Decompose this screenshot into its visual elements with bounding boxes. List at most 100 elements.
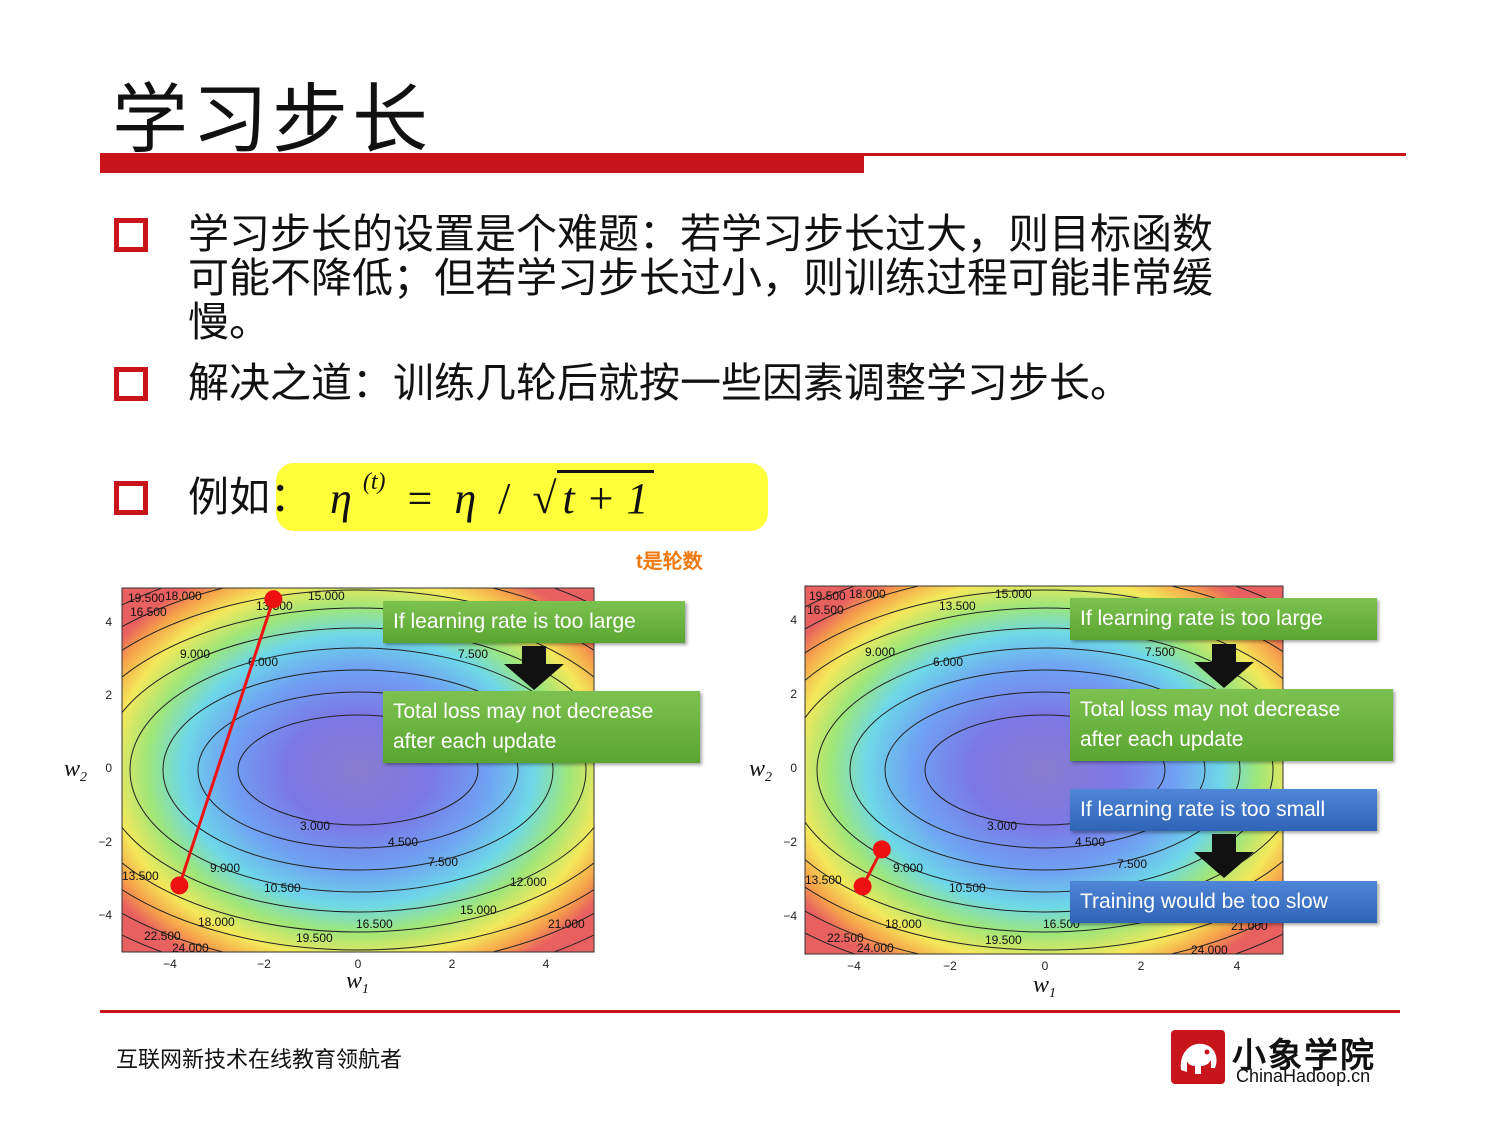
footer-divider bbox=[100, 1010, 1400, 1013]
contour-label: 9.000 bbox=[210, 861, 240, 875]
arrow-down-icon bbox=[1194, 834, 1254, 878]
contour-label: 13.500 bbox=[805, 873, 842, 887]
x-axis-label: w1 bbox=[1033, 972, 1056, 1000]
logo-text-cn: 小象学院 bbox=[1232, 1036, 1376, 1076]
contour-label: 7.500 bbox=[1117, 857, 1147, 871]
y-axis-ticks: 4 2 0 −2 −4 bbox=[783, 613, 797, 923]
footer-tagline: 互联网新技术在线教育领航者 bbox=[116, 1048, 403, 1073]
y-tick: 4 bbox=[790, 613, 797, 627]
bullet-1-line-2: 可能不降低；但若学习步长过小，则训练过程可能非常缓 bbox=[188, 254, 1213, 302]
x-axis-ticks: −4 −2 0 2 4 bbox=[847, 959, 1241, 973]
contour-label: 9.000 bbox=[865, 645, 895, 659]
elephant-logo-icon bbox=[1171, 1030, 1225, 1084]
sqrt-icon: √ bbox=[532, 474, 557, 523]
callout-large-rate: If learning rate is too large bbox=[1070, 598, 1377, 640]
y-tick: 4 bbox=[105, 615, 112, 629]
x-tick: 0 bbox=[355, 957, 362, 971]
y-tick: 2 bbox=[790, 687, 797, 701]
formula-superscript: (t) bbox=[362, 469, 386, 495]
arrow-down-icon bbox=[504, 646, 564, 690]
title-underline-thick bbox=[100, 153, 864, 173]
contour-label: 22.500 bbox=[827, 931, 864, 945]
formula-eta: η bbox=[330, 474, 352, 523]
x-tick: −2 bbox=[257, 957, 271, 971]
contour-label: 13.500 bbox=[939, 599, 976, 613]
contour-label: 15.000 bbox=[308, 589, 345, 603]
bullet-1-line-1: 学习步长的设置是个难题：若学习步长过大，则目标函数 bbox=[188, 210, 1213, 258]
callout-line: after each update bbox=[1080, 728, 1244, 751]
gradient-step-path bbox=[177, 598, 275, 886]
contour-label: 22.500 bbox=[144, 929, 181, 943]
title-underline-thin bbox=[864, 153, 1406, 156]
contour-label: 18.000 bbox=[198, 915, 235, 929]
contour-label: 18.000 bbox=[849, 587, 886, 601]
contour-label: 16.500 bbox=[130, 605, 167, 619]
slide-title: 学习步长 bbox=[112, 75, 432, 164]
x-axis-ticks: −4 −2 0 2 4 bbox=[163, 957, 550, 971]
contour-label: 15.000 bbox=[460, 903, 497, 917]
callout-line: Total loss may not decrease bbox=[393, 700, 654, 723]
callout-small-rate: If learning rate is too small bbox=[1070, 789, 1377, 831]
contour-label: 4.500 bbox=[1075, 835, 1105, 849]
contour-label: 3.000 bbox=[987, 819, 1017, 833]
contour-label: 7.500 bbox=[428, 855, 458, 869]
formula-sqrt-arg: t + 1 bbox=[556, 470, 655, 524]
y-axis-label: w2 bbox=[64, 756, 87, 785]
x-tick: 4 bbox=[1234, 959, 1241, 973]
contour-plot-right-svg: 19.500 18.000 16.500 15.000 13.500 9.000… bbox=[749, 585, 1284, 1000]
x-tick: −4 bbox=[163, 957, 177, 971]
x-tick: 4 bbox=[543, 957, 550, 971]
x-tick: −2 bbox=[943, 959, 957, 973]
contour-label: 19.500 bbox=[809, 589, 846, 603]
learning-rate-formula: η (t) = η / √t + 1 bbox=[330, 469, 655, 524]
formula-eta-rhs: η bbox=[454, 474, 477, 523]
y-tick: 0 bbox=[790, 761, 797, 775]
bullet-box-icon bbox=[114, 218, 148, 252]
x-tick: 0 bbox=[1042, 959, 1049, 973]
contour-label: 13.500 bbox=[122, 869, 159, 883]
formula-note: t是轮数 bbox=[636, 551, 703, 573]
callout-too-slow: Training would be too slow bbox=[1070, 881, 1377, 923]
contour-plot-right: 19.500 18.000 16.500 15.000 13.500 9.000… bbox=[745, 580, 1305, 1000]
y-tick: 2 bbox=[105, 688, 112, 702]
y-tick: −2 bbox=[783, 835, 797, 849]
contour-label: 18.000 bbox=[885, 917, 922, 931]
contour-label: 24.000 bbox=[172, 941, 209, 955]
y-axis-ticks: 4 2 0 −2 −4 bbox=[98, 615, 112, 922]
x-tick: 2 bbox=[449, 957, 456, 971]
contour-label: 12.000 bbox=[510, 875, 547, 889]
contour-label: 3.000 bbox=[300, 819, 330, 833]
contour-lines bbox=[122, 588, 594, 952]
contour-label: 6.000 bbox=[933, 655, 963, 669]
formula-equals: = bbox=[407, 474, 433, 523]
path-point-start bbox=[853, 877, 872, 896]
contour-plot-left-svg: 19.500 18.000 16.500 15.000 13.500 9.000… bbox=[64, 587, 595, 997]
y-axis-label: w2 bbox=[749, 756, 772, 785]
contour-plot-left: 19.500 18.000 16.500 15.000 13.500 9.000… bbox=[60, 580, 620, 1000]
contour-label: 24.000 bbox=[1191, 943, 1228, 957]
formula-highlight bbox=[276, 463, 768, 531]
y-tick: −4 bbox=[98, 908, 112, 922]
x-axis-label: w1 bbox=[346, 968, 369, 997]
contour-label: 15.000 bbox=[995, 587, 1032, 601]
contour-label: 9.000 bbox=[180, 647, 210, 661]
arrow-down-icon bbox=[1194, 644, 1254, 688]
logo-text-en: ChinaHadoop.cn bbox=[1236, 1066, 1371, 1086]
y-tick: 0 bbox=[105, 761, 112, 775]
contour-label: 7.500 bbox=[1145, 645, 1175, 659]
contour-label: 10.500 bbox=[264, 881, 301, 895]
callout-loss-not-decrease: Total loss may not decrease after each u… bbox=[1070, 689, 1393, 761]
contour-background bbox=[122, 588, 594, 952]
contour-label: 19.500 bbox=[296, 931, 333, 945]
formula-divide: / bbox=[498, 474, 511, 523]
callout-line: after each update bbox=[393, 730, 557, 753]
contour-label: 19.500 bbox=[128, 591, 165, 605]
bullet-2-text: 解决之道：训练几轮后就按一些因素调整学习步长。 bbox=[188, 359, 1131, 407]
contour-label: 18.000 bbox=[165, 589, 202, 603]
x-tick: 2 bbox=[1138, 959, 1145, 973]
contour-label: 21.000 bbox=[548, 917, 585, 931]
contour-lines bbox=[805, 586, 1283, 954]
contour-label: 16.500 bbox=[356, 917, 393, 931]
y-tick: −2 bbox=[98, 835, 112, 849]
bullet-3-text: 例如： bbox=[188, 473, 311, 521]
